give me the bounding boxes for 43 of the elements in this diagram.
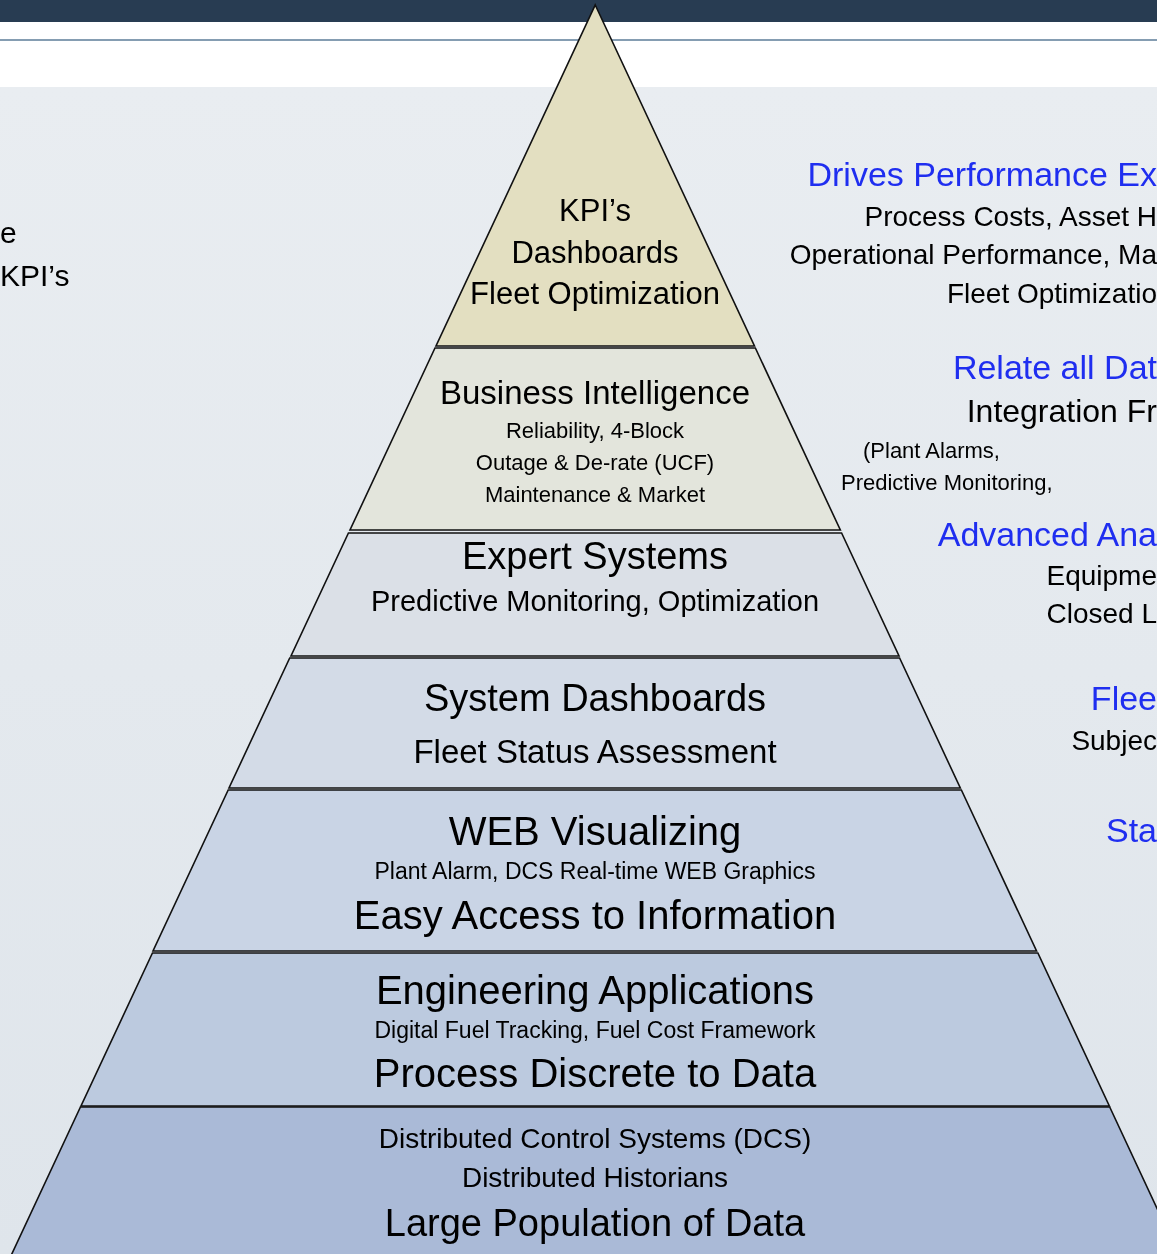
side-heading: Drives Performance Ex xyxy=(807,156,1157,194)
side-text: Closed L xyxy=(1046,598,1157,630)
side-text: Equipme xyxy=(1046,560,1157,592)
tier-text: Predictive Monitoring, Optimization xyxy=(370,586,819,618)
tier-text: Large Population of Data xyxy=(384,1203,806,1245)
tier-title: KPI’s xyxy=(559,193,631,229)
pyramid-tier xyxy=(435,5,755,346)
tier-text: Process Discrete to Data xyxy=(373,1051,817,1095)
side-text: e xyxy=(0,215,17,249)
side-text: Predictive Monitoring, xyxy=(841,470,1053,496)
side-text: (Plant Alarms, xyxy=(863,438,1000,464)
pyramid-tier xyxy=(229,658,961,788)
tier-title: WEB Visualizing xyxy=(448,809,742,853)
pyramid-tier xyxy=(290,533,899,656)
tier-title: Distributed Control Systems (DCS) xyxy=(378,1123,812,1155)
tier-text: Digital Fuel Tracking, Fuel Cost Framework xyxy=(374,1018,816,1044)
side-text: Integration Fr xyxy=(966,394,1157,430)
tier-text: Fleet Optimization xyxy=(470,276,720,312)
side-text: Subjec xyxy=(1071,725,1157,757)
pyramid-tier xyxy=(349,348,841,530)
side-text: Operational Performance, Ma xyxy=(789,239,1157,271)
pyramid-tier xyxy=(80,953,1110,1106)
side-text: Fleet Optimizatio xyxy=(946,278,1157,310)
tier-text: Fleet Status Assessment xyxy=(413,733,777,771)
side-heading: Advanced Ana xyxy=(937,516,1157,554)
side-heading: Relate all Dat xyxy=(952,349,1157,387)
pyramid-tier xyxy=(8,1107,1157,1254)
tier-text: Dashboards xyxy=(511,235,679,271)
side-heading: Flee xyxy=(1090,680,1157,718)
tier-text: Plant Alarm, DCS Real-time WEB Graphics xyxy=(374,859,816,885)
tier-text: Outage & De-rate (UCF) xyxy=(475,450,715,476)
tier-text: Easy Access to Information xyxy=(353,893,837,937)
side-text: Process Costs, Asset H xyxy=(864,201,1157,233)
side-text: KPI’s xyxy=(0,258,70,292)
tier-text: Distributed Historians xyxy=(461,1162,729,1194)
tier-text: Reliability, 4-Block xyxy=(505,418,685,444)
tier-title: Expert Systems xyxy=(461,536,728,578)
tier-title: Business Intelligence xyxy=(439,374,750,412)
tier-title: System Dashboards xyxy=(423,678,767,720)
side-heading: Sta xyxy=(1105,812,1157,850)
pyramid-tier xyxy=(153,790,1037,951)
tier-title: Engineering Applications xyxy=(375,968,815,1012)
tier-text: Maintenance & Market xyxy=(484,482,706,508)
